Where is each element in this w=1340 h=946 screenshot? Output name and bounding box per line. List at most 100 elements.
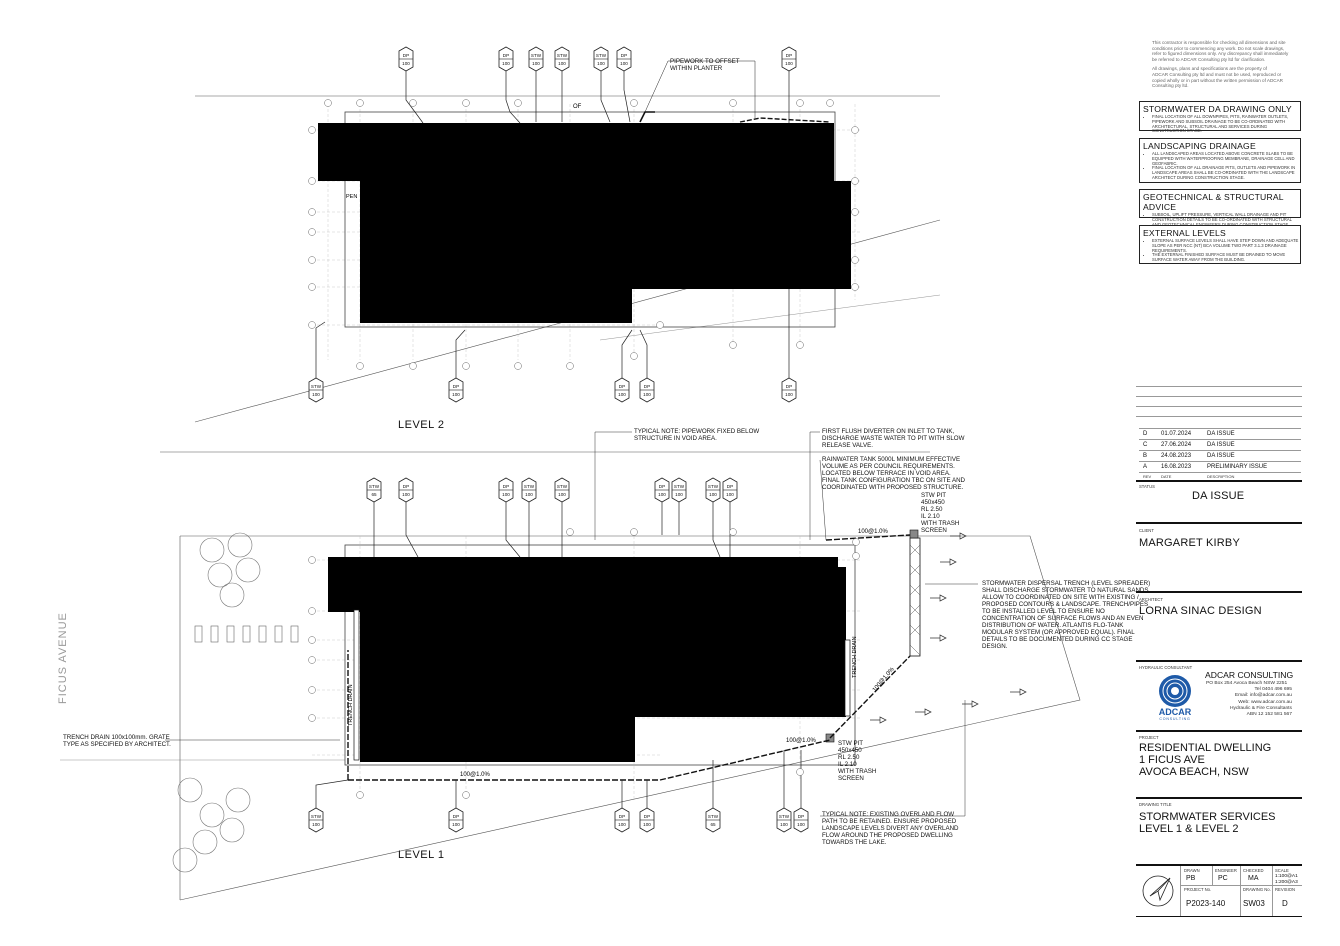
level-1-top-tags (366, 477, 738, 503)
tag-size: 100 (785, 392, 793, 397)
signoff-block: DRAWN PB ENGINEER PC CHECKED MA SCALE 1:… (1136, 866, 1302, 916)
tag-size: 100 (558, 61, 566, 66)
notes-box-title: STORMWATER DA DRAWING ONLY (1143, 104, 1292, 114)
tag-size: 100 (502, 61, 510, 66)
tag-type: DP (453, 384, 459, 389)
note-dispersal-trench: STORMWATER DISPERSAL TRENCH (LEVEL SPREA… (982, 580, 1151, 650)
tag-size: 100 (785, 61, 793, 66)
client-label: CLIENT (1139, 528, 1154, 533)
tag-type: STW (708, 814, 719, 819)
disclaimer: This contractor is responsible for check… (1152, 40, 1289, 89)
project-no-value: P2023-140 (1186, 899, 1226, 908)
status-label: STATUS (1139, 484, 1155, 489)
engineer-label: ENGINEER (1215, 868, 1237, 873)
tag-size: 100 (797, 822, 805, 827)
tag-size: 100 (532, 61, 540, 66)
pipe-label: 100@1.0% (872, 666, 896, 693)
tag-size: 100 (502, 492, 510, 497)
consultant-details: PO Box 254 Avoca Beach NSW 2251 Tel 0404… (1206, 681, 1292, 718)
consultant-label: HYDRAULIC CONSULTANT (1139, 665, 1193, 670)
tag-size: 100 (618, 822, 626, 827)
revision-value: D (1282, 899, 1288, 908)
checked-label: CHECKED (1243, 868, 1264, 873)
tag-type: DP (659, 484, 665, 489)
tag-type: DP (403, 484, 409, 489)
tag-type: STW (708, 484, 719, 489)
logo-text: ADCAR (1158, 707, 1192, 717)
tag-type: DP (403, 53, 409, 58)
pen-label: PEN (346, 194, 357, 200)
adcar-logo (1156, 674, 1194, 718)
tag-size: 100 (643, 822, 651, 827)
notes-box-title: EXTERNAL LEVELS (1143, 228, 1226, 238)
scale-label: SCALE (1275, 868, 1289, 873)
tag-size: 100 (312, 822, 320, 827)
tag-type: DP (644, 384, 650, 389)
tag-type: STW (311, 814, 322, 819)
level-1-bottom-tags (308, 807, 809, 833)
tag-type: DP (503, 484, 509, 489)
tag-type: DP (453, 814, 459, 819)
tag-size: 100 (709, 492, 717, 497)
drawing-no-value: SW03 (1243, 899, 1265, 908)
tag-type: DP (798, 814, 804, 819)
project-no-label: PROJECT No. (1184, 887, 1212, 892)
tag-size: 100 (402, 492, 410, 497)
tag-type: DP (619, 814, 625, 819)
status-value: DA ISSUE (1192, 490, 1245, 502)
tag-size: 100 (643, 392, 651, 397)
level-2-bottom-tags (308, 377, 797, 403)
tag-size: 100 (525, 492, 533, 497)
tag-type: STW (557, 53, 568, 58)
tag-size: 65 (371, 492, 377, 497)
architect-value: LORNA SINAC DESIGN (1139, 605, 1262, 617)
notes-box-external-levels: EXTERNAL LEVELS EXTERNAL SURFACE LEVELS … (1139, 225, 1301, 264)
project-label: PROJECT (1139, 735, 1159, 740)
level-1-title: LEVEL 1 (398, 849, 445, 861)
notes-box-title: LANDSCAPING DRAINAGE (1143, 141, 1256, 151)
overflow-label: OF (573, 104, 582, 110)
street-name: FICUS AVENUE (57, 612, 69, 704)
drawing-no-label: DRAWING No. (1243, 887, 1271, 892)
notes-box-landscaping: LANDSCAPING DRAINAGE ALL LANDSCAPED AREA… (1139, 138, 1301, 183)
tag-type: STW (531, 53, 542, 58)
level-2-title: LEVEL 2 (398, 419, 445, 431)
tag-type: STW (311, 384, 322, 389)
tag-size: 100 (312, 392, 320, 397)
tag-type: DP (727, 484, 733, 489)
tag-type: DP (503, 53, 509, 58)
logo-subtext: CONSULTING (1159, 717, 1191, 721)
checked-value: MA (1248, 875, 1259, 882)
tag-type: DP (786, 384, 792, 389)
drawing-title-label: DRAWING TITLE (1139, 802, 1172, 807)
consultant-name: ADCAR CONSULTING (1205, 670, 1294, 680)
tag-type: DP (621, 53, 627, 58)
notes-box-stormwater: STORMWATER DA DRAWING ONLY FINAL LOCATIO… (1139, 101, 1301, 133)
tag-type: STW (779, 814, 790, 819)
drawn-value: PB (1186, 875, 1196, 882)
tag-type: STW (596, 53, 607, 58)
trench-drain-label: TRENCH DRAIN (852, 636, 858, 678)
trench-drain-label: TRENCH DRAIN (348, 684, 354, 726)
tag-size: 100 (452, 392, 460, 397)
pipe-label: 100@1.0% (460, 772, 490, 778)
adcar-logo-icon (1159, 675, 1191, 707)
tag-size: 100 (452, 822, 460, 827)
notes-box-title: GEOTECHNICAL & STRUCTURAL ADVICE (1143, 192, 1284, 212)
tag-size: 100 (402, 61, 410, 66)
north-arrow (1140, 870, 1176, 912)
tag-type: STW (524, 484, 535, 489)
tag-type: DP (644, 814, 650, 819)
